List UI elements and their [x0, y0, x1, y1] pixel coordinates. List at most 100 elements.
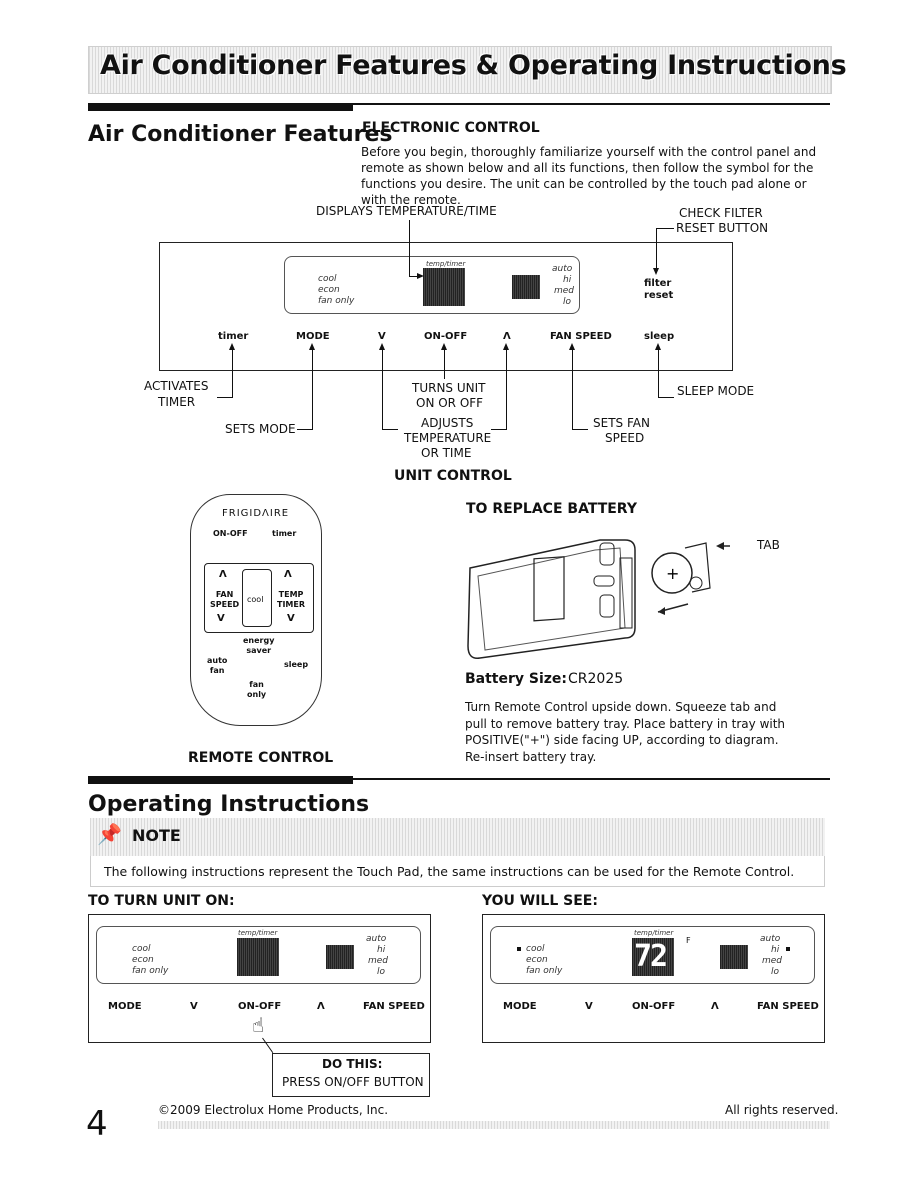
- remote-up-left[interactable]: Λ: [219, 569, 227, 580]
- section-rule-thin: [353, 103, 830, 105]
- leader-timer: [232, 349, 233, 397]
- after-cool-indicator: [517, 947, 521, 951]
- temp-display: [423, 268, 465, 306]
- callout-sleep-mode: SLEEP MODE: [677, 384, 755, 398]
- fan-speed-button[interactable]: FAN SPEED: [550, 331, 612, 342]
- after-temp-unit: F: [686, 936, 691, 945]
- section-rule-thick-2: [88, 776, 353, 784]
- after-down[interactable]: V: [585, 1001, 593, 1012]
- remote-cool-key[interactable]: [242, 569, 272, 627]
- section-rule-thick: [88, 103, 353, 111]
- remote-down-left[interactable]: V: [217, 613, 225, 624]
- remote-keypad: [204, 563, 314, 633]
- sleep-button[interactable]: sleep: [644, 331, 675, 342]
- arrow-displays: [417, 273, 424, 279]
- copyright: ©2009 Electrolux Home Products, Inc.: [158, 1103, 389, 1117]
- battery-instructions: Turn Remote Control upside down. Squeeze…: [465, 700, 786, 764]
- remote-fan-only[interactable]: fan only: [247, 680, 267, 699]
- callout-adjusts: ADJUSTS: [421, 416, 474, 430]
- timer-button[interactable]: timer: [218, 331, 249, 342]
- remote-timer[interactable]: timer: [272, 529, 297, 538]
- mode-button[interactable]: MODE: [296, 331, 330, 342]
- reset-label[interactable]: reset: [644, 290, 674, 301]
- after-onoff[interactable]: ON-OFF: [632, 1001, 676, 1012]
- down-button[interactable]: V: [378, 331, 386, 342]
- battery-tab-label: TAB: [757, 538, 780, 552]
- remote-brand: FRIGIDΛIRE: [222, 508, 290, 519]
- remote-down-right[interactable]: V: [287, 613, 295, 624]
- leader-filter: [656, 228, 657, 270]
- speed-hi: hi: [563, 275, 572, 285]
- after-fan-speed[interactable]: FAN SPEED: [757, 1001, 819, 1012]
- remote-onoff[interactable]: ON-OFF: [213, 529, 248, 538]
- callout-activates: ACTIVATES: [144, 379, 209, 393]
- press-instruction: PRESS ON/OFF BUTTON: [282, 1075, 424, 1089]
- page-title: Air Conditioner Features & Operating Ins…: [100, 50, 847, 81]
- unit-control-caption: UNIT CONTROL: [394, 468, 512, 484]
- before-up[interactable]: Λ: [317, 1001, 325, 1012]
- pin-icon: 📌: [97, 822, 122, 846]
- remote-control: [190, 494, 322, 726]
- before-mode[interactable]: MODE: [108, 1001, 142, 1012]
- note-label: NOTE: [132, 826, 181, 845]
- arrow-mode: [309, 343, 315, 350]
- after-hi: hi: [771, 945, 780, 955]
- before-lo: lo: [377, 967, 386, 977]
- after-temp-timer: temp/timer: [634, 929, 674, 937]
- leader-down: [382, 349, 383, 429]
- callout-reset-button: RESET BUTTON: [676, 221, 769, 235]
- leader-up-h: [491, 429, 507, 430]
- onoff-button[interactable]: ON-OFF: [424, 331, 468, 342]
- mode-econ: econ: [318, 285, 340, 295]
- arrow-down-key: [379, 343, 385, 350]
- speed-med: med: [554, 286, 575, 296]
- title-banner: [88, 46, 832, 94]
- before-auto: auto: [366, 934, 387, 944]
- panel-display: [284, 256, 580, 314]
- before-cool: cool: [132, 944, 151, 954]
- remote-up-right[interactable]: Λ: [284, 569, 292, 580]
- battery-size-value: CR2025: [568, 671, 624, 687]
- after-temp-value: 72: [634, 939, 668, 974]
- remote-energy-saver[interactable]: energy saver: [243, 636, 275, 655]
- callout-or-time: OR TIME: [421, 446, 472, 460]
- do-this-label: DO THIS:: [322, 1057, 383, 1071]
- panel-after: [482, 914, 825, 1043]
- after-med: med: [762, 956, 783, 966]
- leader-sleep-h: [658, 397, 674, 398]
- after-lo: lo: [771, 967, 780, 977]
- after-speed-lcd: [720, 945, 748, 969]
- leader-fan: [572, 349, 573, 429]
- electronic-control-heading: ELECTRONIC CONTROL: [362, 120, 540, 136]
- before-temp-timer: temp/timer: [238, 929, 278, 937]
- speed-indicator: [512, 275, 540, 299]
- filter-label[interactable]: filter: [644, 278, 672, 289]
- leader-displays-h: [409, 276, 419, 277]
- pointing-hand-icon: ☝: [252, 1013, 265, 1037]
- before-down[interactable]: V: [190, 1001, 198, 1012]
- before-fan-only: fan only: [132, 966, 169, 976]
- after-econ: econ: [526, 955, 548, 965]
- before-fan-speed[interactable]: FAN SPEED: [363, 1001, 425, 1012]
- callout-sets-mode: SETS MODE: [225, 422, 296, 436]
- operating-heading: Operating Instructions: [88, 792, 370, 817]
- battery-diagram: +: [467, 539, 730, 659]
- callout-on-or-off: ON OR OFF: [416, 396, 484, 410]
- panel-after-display: [490, 926, 815, 984]
- callout-temperature: TEMPERATURE: [404, 431, 492, 445]
- panel-before-display: [96, 926, 421, 984]
- remote-sleep[interactable]: sleep: [284, 660, 309, 669]
- leader-sleep: [658, 349, 659, 397]
- up-button[interactable]: Λ: [503, 331, 511, 342]
- arrow-sleep: [655, 343, 661, 350]
- features-heading: Air Conditioner Features: [88, 122, 393, 147]
- before-econ: econ: [132, 955, 154, 965]
- turn-on-heading: TO TURN UNIT ON:: [88, 893, 235, 909]
- temp-timer-label: temp/timer: [426, 260, 466, 268]
- before-onoff[interactable]: ON-OFF: [238, 1001, 282, 1012]
- panel-before: [88, 914, 431, 1043]
- after-up[interactable]: Λ: [711, 1001, 719, 1012]
- after-mode[interactable]: MODE: [503, 1001, 537, 1012]
- section-rule-thin-2: [353, 778, 830, 780]
- remote-auto-fan[interactable]: auto fan: [207, 656, 228, 675]
